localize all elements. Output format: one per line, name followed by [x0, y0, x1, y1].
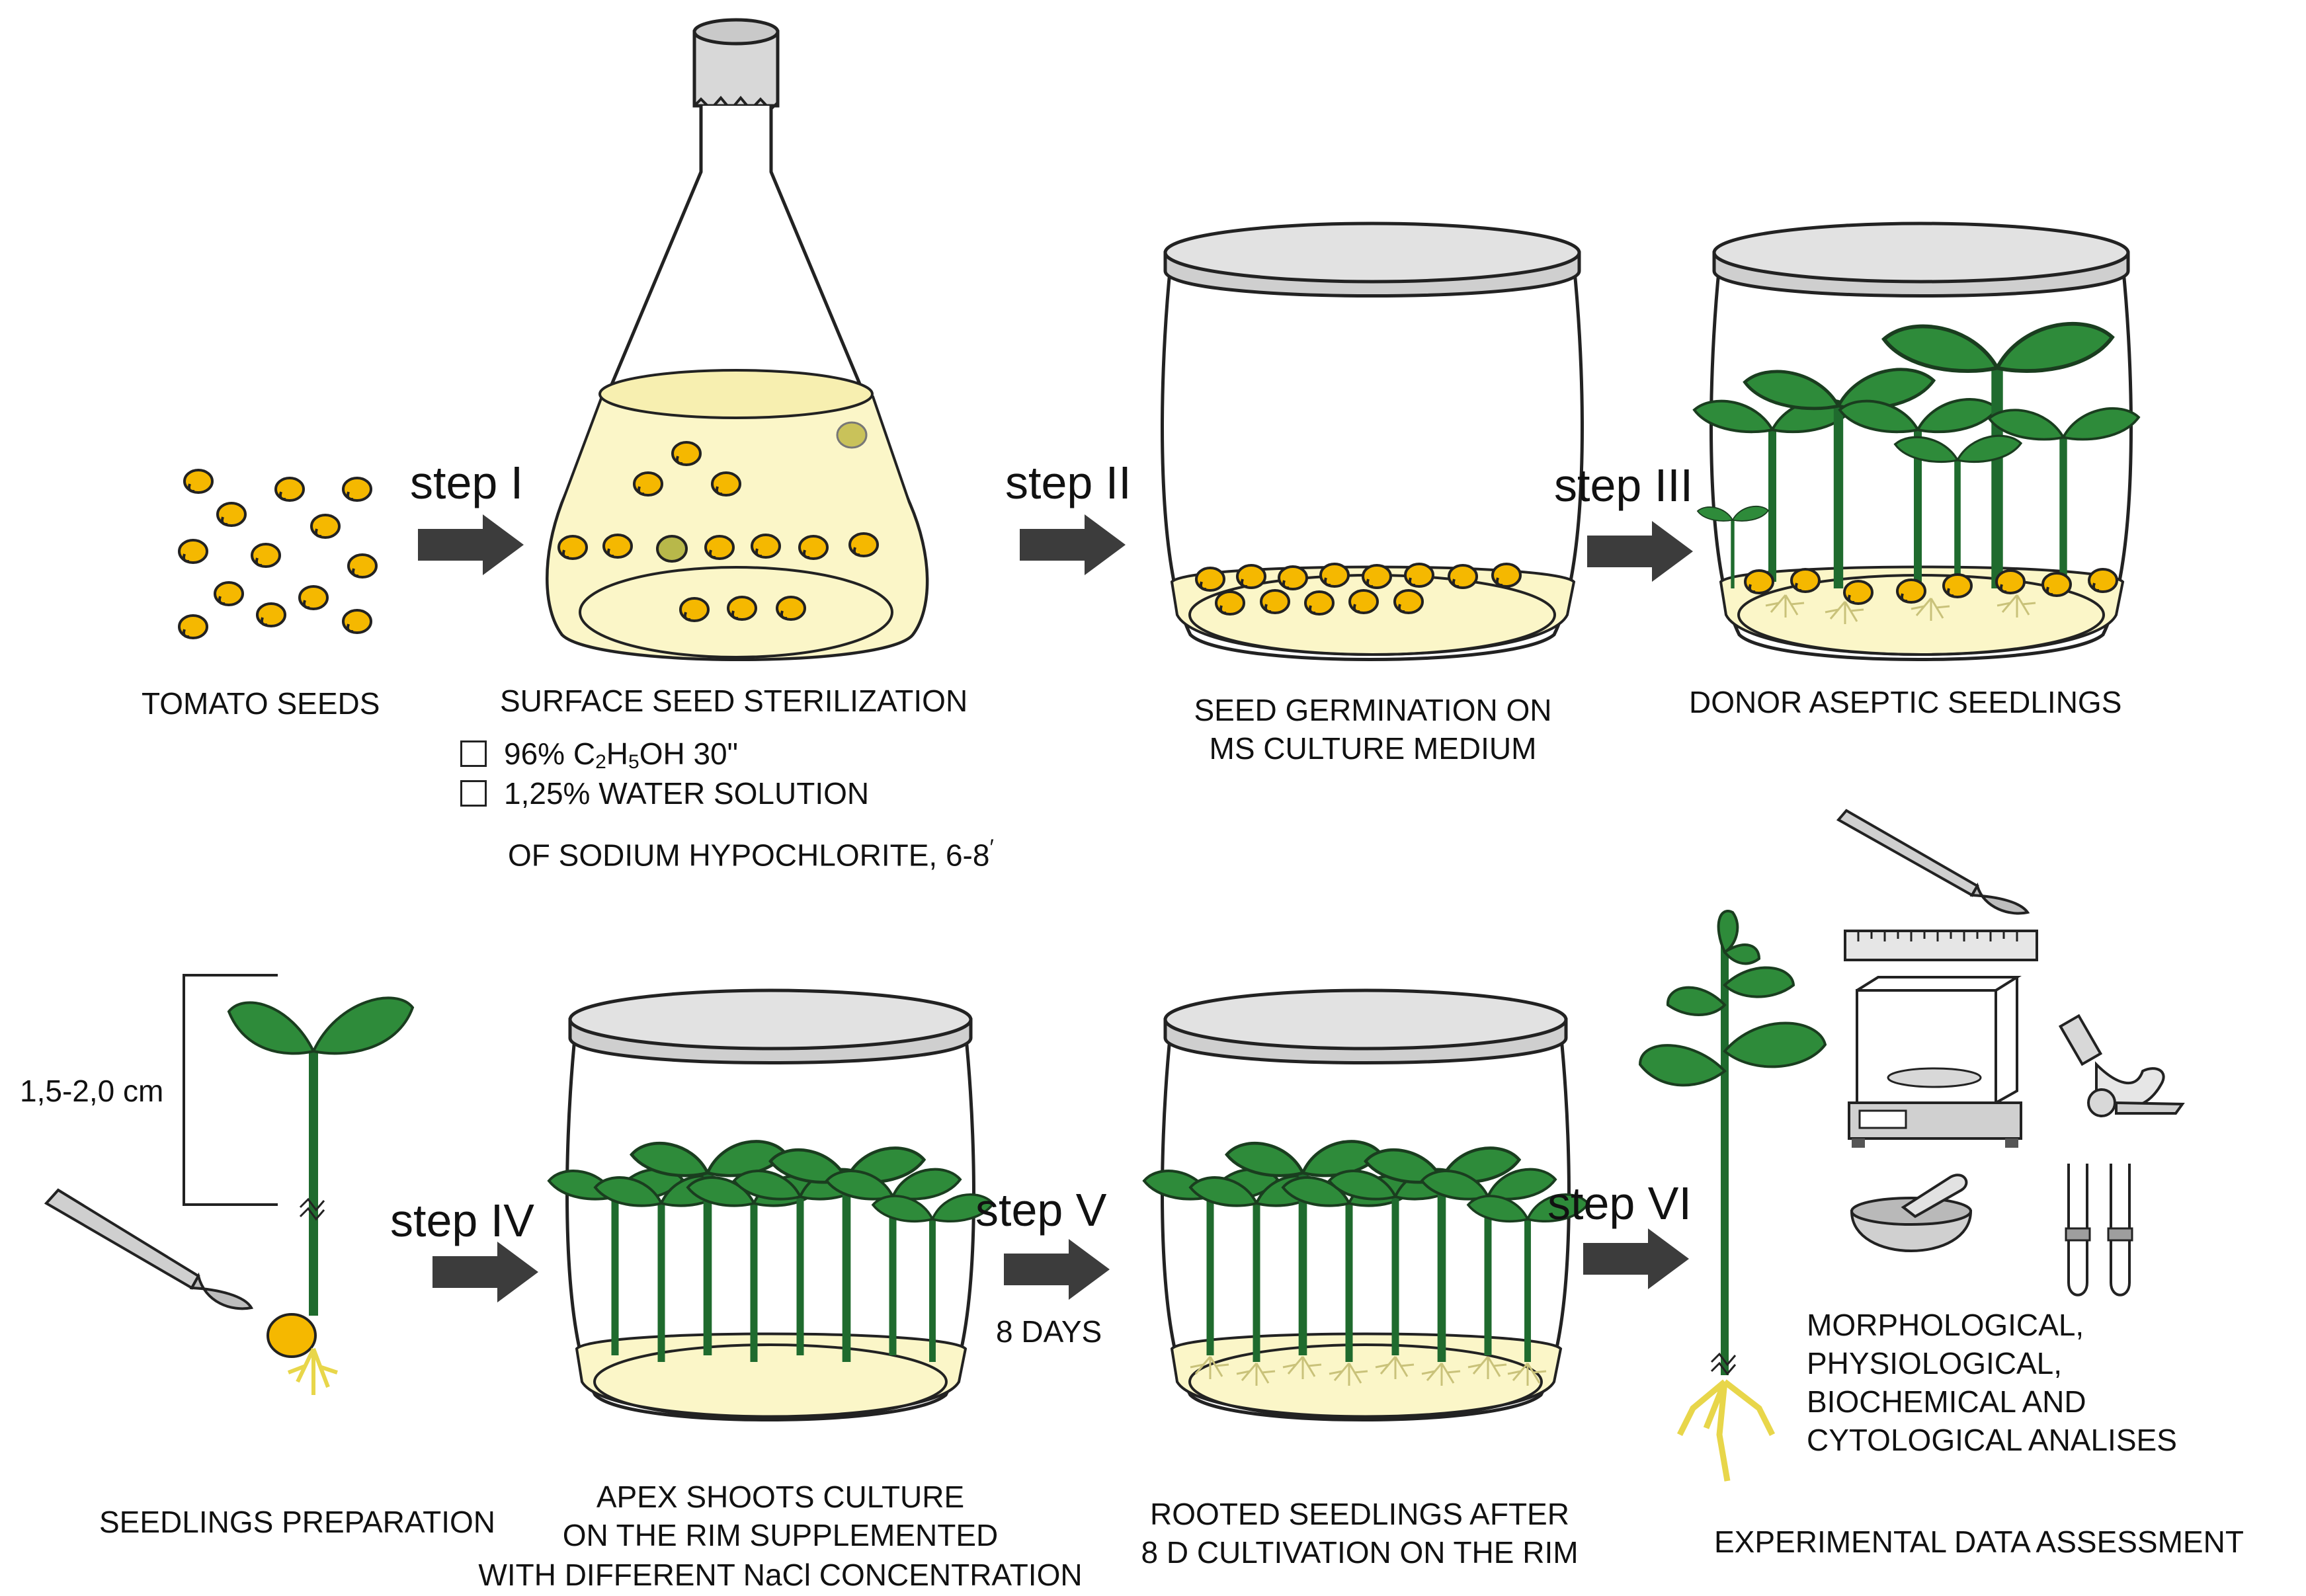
- apex-label-2: ON THE RIM SUPPLEMENTED: [562, 1518, 999, 1552]
- germination-label-2: MS CULTURE MEDIUM: [1209, 731, 1537, 766]
- size-bracket: [183, 974, 278, 1206]
- analyses-label-1: MORPHOLOGICAL,: [1807, 1308, 2084, 1342]
- days-label: 8 DAYS: [996, 1314, 1102, 1349]
- hypochlorite-treatment-label: 1,25% WATER SOLUTION: [460, 775, 869, 812]
- apex-label-1: APEX SHOOTS CULTURE: [596, 1480, 965, 1514]
- ethanol-treatment-label: 96% C2H5OH 30": [460, 735, 738, 781]
- apex-culture-jar-icon: [549, 988, 993, 1421]
- donor-seedlings-jar-icon: [1694, 221, 2139, 661]
- apex-label-3: WITH DIFFERENT NaCl CONCENTRATION: [478, 1558, 1083, 1592]
- germination-jar-icon: [1161, 221, 1584, 661]
- rooted-seedlings-jar-icon: [1144, 988, 1588, 1421]
- size-range-label: 1,5-2,0 cm: [20, 1074, 164, 1108]
- rooted-label-2: 8 D CULTIVATION ON THE RIM: [1141, 1535, 1579, 1570]
- analyses-label-4: CYTOLOGICAL ANALISES: [1807, 1423, 2177, 1457]
- seedlings-preparation-label: SEEDLINGS PREPARATION: [99, 1505, 495, 1539]
- step-iii-label: step III: [1554, 459, 1694, 511]
- checkbox-icon: [460, 780, 487, 807]
- arrow-step-i-icon: [418, 514, 524, 575]
- scalpel-icon: [44, 1188, 254, 1310]
- step-i-label: step I: [410, 457, 524, 508]
- scalpel-tool-icon: [1836, 809, 2030, 915]
- ruler-icon: [1844, 930, 2038, 961]
- germination-label-1: SEED GERMINATION ON: [1194, 693, 1552, 727]
- analyses-label-3: BIOCHEMICAL AND: [1807, 1384, 2086, 1419]
- donor-seedlings-label: DONOR ASEPTIC SEEDLINGS: [1689, 685, 2122, 719]
- mortar-pestle-icon: [1850, 1174, 1973, 1252]
- checkbox-icon: [460, 740, 487, 767]
- step-v-label: step V: [975, 1184, 1107, 1236]
- step-ii-label: step II: [1005, 457, 1132, 508]
- grown-plant-icon: [1638, 910, 1827, 1482]
- tomato-seeds-icon: [178, 469, 378, 639]
- excised-seedling-icon: [227, 996, 415, 1395]
- arrow-step-iii-icon: [1587, 521, 1693, 582]
- arrow-step-v-icon: [1004, 1239, 1110, 1300]
- arrow-step-ii-icon: [1020, 514, 1126, 575]
- hypochlorite-treatment-label-2: OF SODIUM HYPOCHLORITE, 6-8′: [508, 835, 994, 873]
- rooted-label-1: ROOTED SEEDLINGS AFTER: [1150, 1497, 1569, 1531]
- tomato-seeds-label: TOMATO SEEDS: [142, 686, 380, 721]
- arrow-step-iv-icon: [432, 1242, 538, 1302]
- arrow-step-vi-icon: [1583, 1228, 1689, 1289]
- flask-icon: [546, 0, 929, 661]
- assessment-label: EXPERIMENTAL DATA ASSESSMENT: [1714, 1525, 2244, 1559]
- test-tubes-icon: [2065, 1164, 2133, 1297]
- surface-sterilization-label: SURFACE SEED STERILIZATION: [500, 684, 968, 718]
- step-vi-label: step VI: [1547, 1177, 1692, 1229]
- microscope-icon: [2058, 1014, 2185, 1117]
- step-iv-label: step IV: [390, 1195, 534, 1246]
- analytical-balance-icon: [1848, 976, 2022, 1148]
- analyses-label-2: PHYSIOLOGICAL,: [1807, 1346, 2063, 1380]
